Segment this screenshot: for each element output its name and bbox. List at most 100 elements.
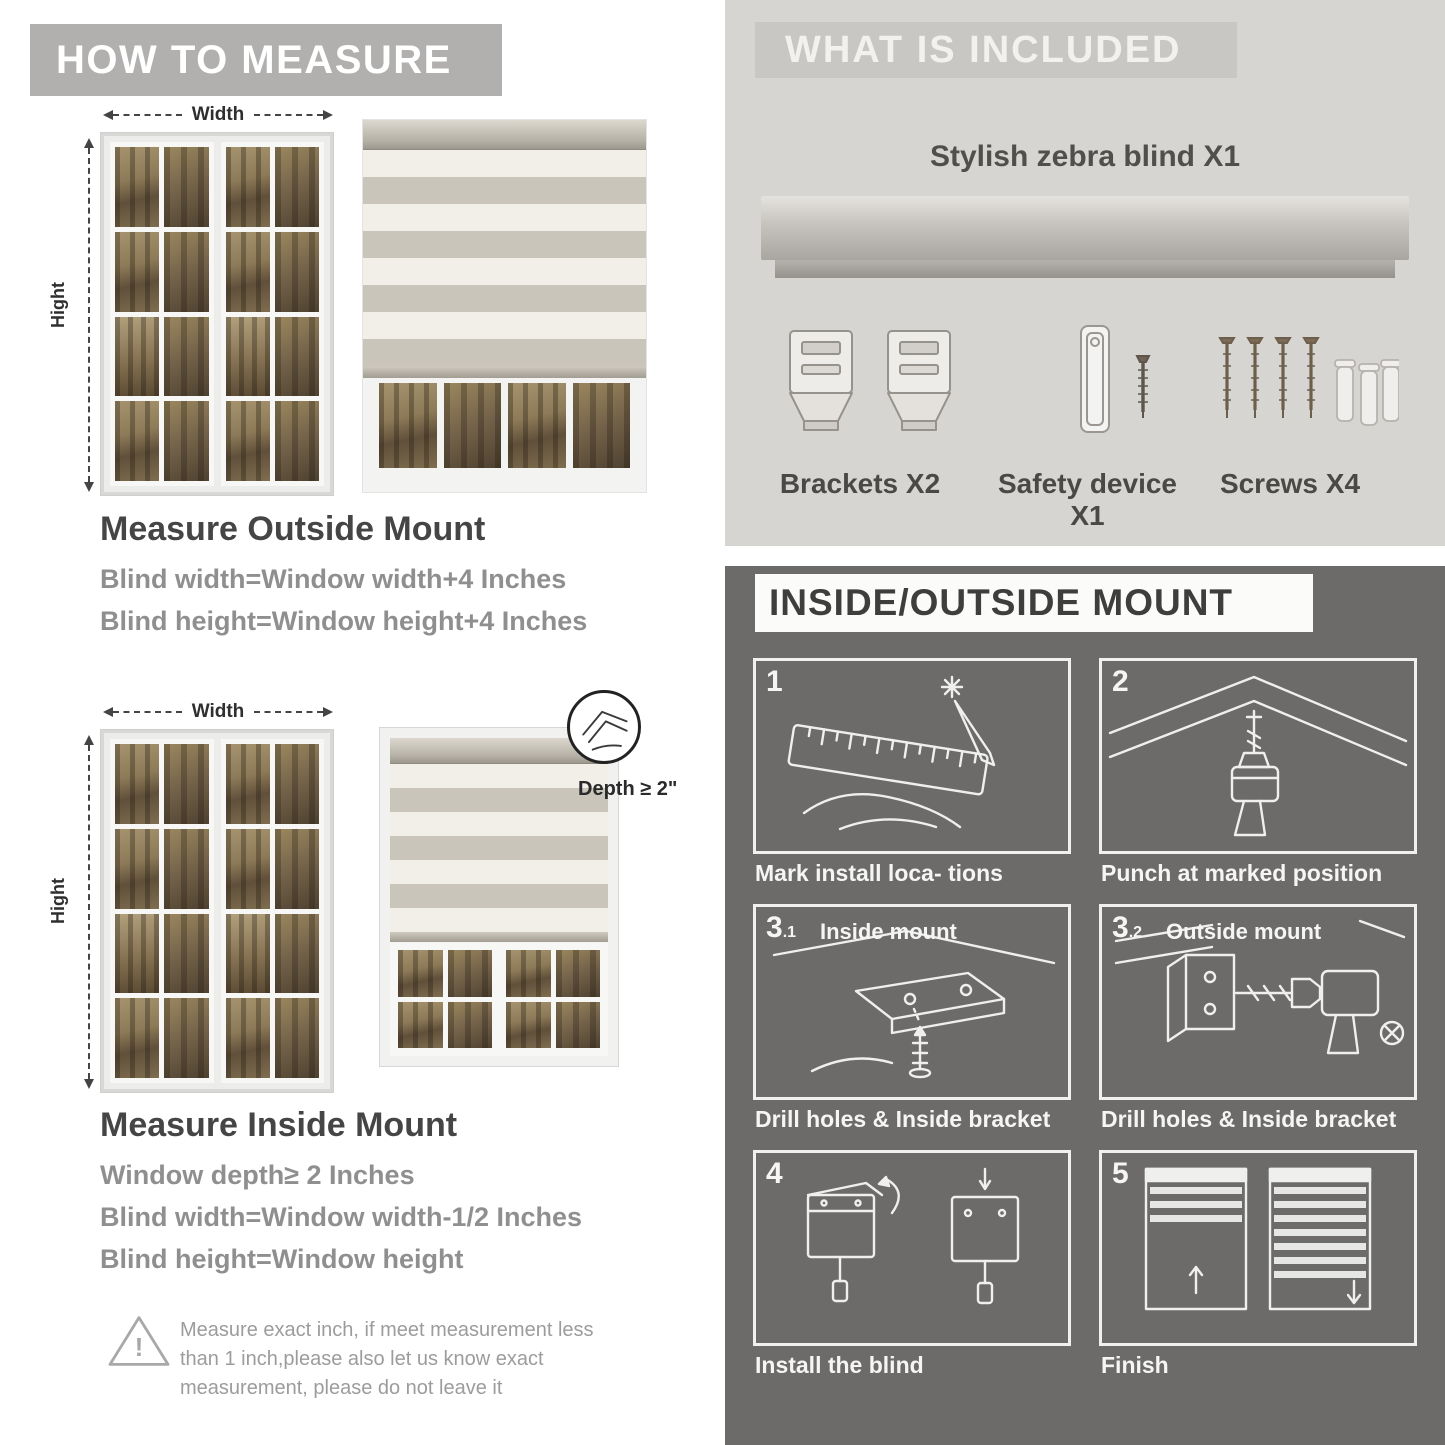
window-pane: [115, 744, 160, 824]
width-arrow: Width: [103, 701, 333, 722]
window-pane: [225, 147, 270, 227]
window-sash: [220, 142, 324, 486]
arrow-right-icon: [323, 707, 333, 717]
window-pane: [225, 828, 270, 909]
how-to-measure-banner: HOW TO MEASURE: [30, 24, 502, 96]
outside-width-formula: Blind width=Window width+4 Inches: [100, 564, 567, 594]
window-sash: [110, 739, 214, 1083]
window-pane: [115, 828, 160, 909]
window-pane: [115, 401, 160, 481]
window-pane: [225, 744, 270, 824]
inside-mount-title: Measure Inside Mount: [100, 1106, 458, 1144]
step-3-2-caption: Drill holes & Inside bracket: [1101, 1106, 1397, 1132]
what-is-included-panel: WHAT IS INCLUDED Stylish zebra blind X1: [725, 0, 1445, 546]
headrail-valance-lip: [775, 260, 1395, 278]
step-3-1-inside-bracket-illustration: [772, 929, 1056, 1079]
step-5-caption: Finish: [1101, 1352, 1169, 1378]
zebra-blind-headrail-image: [761, 196, 1409, 278]
step-4-caption: Install the blind: [755, 1352, 924, 1378]
step-3-1-label: Inside mount: [820, 919, 957, 944]
warning-text: Measure exact inch, if meet measurement …: [180, 1319, 594, 1399]
safety-device-label: Safety device X1: [998, 468, 1177, 531]
step-1: 1 Mark inst: [753, 658, 1071, 892]
arrow-up-icon: [84, 735, 94, 745]
window-photo-outside: [101, 133, 333, 495]
window-sash: [394, 946, 496, 1052]
window-pane: [225, 998, 270, 1078]
inside-width-formula: Blind width=Window width-1/2 Inches: [100, 1202, 583, 1232]
window-pane: [115, 998, 160, 1078]
window-pane: [555, 1001, 600, 1048]
step-3-2-outside-bracket-illustration: [1114, 919, 1406, 1055]
brackets-label: Brackets X2: [779, 468, 941, 499]
window-pane: [164, 913, 209, 994]
step-1-caption: Mark install loca- tions: [755, 860, 1003, 886]
zebra-blind-photo-inside: [380, 728, 618, 1066]
window-pane: [555, 950, 600, 997]
window-pane: [572, 383, 630, 468]
step-number: 5: [1112, 1157, 1129, 1190]
arrow-right-icon: [323, 110, 333, 120]
window-pane: [164, 316, 209, 397]
step-1-measuring-illustration: [787, 675, 996, 831]
window-pane: [274, 401, 319, 481]
blind-product-label: Stylish zebra blind X1: [929, 140, 1241, 173]
height-arrow: [80, 735, 98, 1089]
window-photo-inside: [101, 730, 333, 1092]
step-3-1: 3.1 Inside mount: [753, 904, 1071, 1138]
step-4-box: 4: [753, 1150, 1071, 1346]
blind-cassette: [363, 120, 646, 150]
step-number: 1: [766, 665, 783, 698]
window-below-blind: [363, 378, 646, 492]
arrow-up-icon: [84, 138, 94, 148]
screws-icon: [1218, 337, 1399, 426]
step-5-box: 5: [1099, 1150, 1417, 1346]
window-pane: [164, 401, 209, 481]
arrow-left-icon: [103, 707, 113, 717]
window-sash: [110, 142, 214, 486]
window-pane: [115, 231, 160, 312]
window-pane: [398, 1001, 443, 1048]
arrow-left-icon: [103, 110, 113, 120]
window-pane: [508, 383, 566, 468]
installation-steps: 1 Mark inst: [753, 658, 1417, 1384]
window-pane: [447, 950, 492, 997]
step-4-install-illustration: [806, 1167, 1020, 1305]
window-pane: [164, 744, 209, 824]
window-pane: [443, 383, 501, 468]
what-is-included-banner: WHAT IS INCLUDED: [755, 22, 1237, 78]
window-pane: [115, 913, 160, 994]
window-pane: [506, 950, 551, 997]
blind-stripes: [390, 764, 608, 932]
step-1-box: 1: [753, 658, 1071, 854]
step-2: 2: [1099, 658, 1417, 892]
height-label: Hight: [48, 282, 68, 328]
zebra-blind-photo-outside: [363, 120, 646, 492]
window-below-blind: [390, 942, 608, 1056]
window-pane: [225, 401, 270, 481]
step-2-caption: Punch at marked position: [1101, 860, 1383, 886]
svg-text:!: !: [135, 1332, 144, 1362]
inside-height-formula: Blind height=Window height: [100, 1244, 464, 1274]
window-pane: [164, 147, 209, 227]
arrow-down-icon: [84, 482, 94, 492]
step-3-2-box: 3.2 Outside mount: [1099, 904, 1417, 1100]
step-5-finish-illustration: [1144, 1167, 1372, 1311]
step-number: 4: [766, 1157, 783, 1190]
window-pane: [506, 1001, 551, 1048]
blind-bottom-rail: [390, 932, 608, 942]
step-2-box: 2: [1099, 658, 1417, 854]
window-pane: [225, 316, 270, 397]
safety-device-icon: [1080, 325, 1151, 433]
inside-outside-mount-panel: INSIDE/OUTSIDE MOUNT 1: [725, 566, 1445, 1445]
step-2-drill-illustration: [1108, 675, 1408, 837]
mount-banner: INSIDE/OUTSIDE MOUNT: [755, 574, 1313, 632]
window-pane: [115, 316, 160, 397]
window-pane: [274, 231, 319, 312]
step-4: 4: [753, 1150, 1071, 1384]
window-pane: [398, 950, 443, 997]
step-number: 3.2: [1112, 911, 1143, 944]
width-arrow: Width: [103, 104, 333, 125]
window-pane: [274, 147, 319, 227]
blind-stripes: [363, 150, 646, 366]
